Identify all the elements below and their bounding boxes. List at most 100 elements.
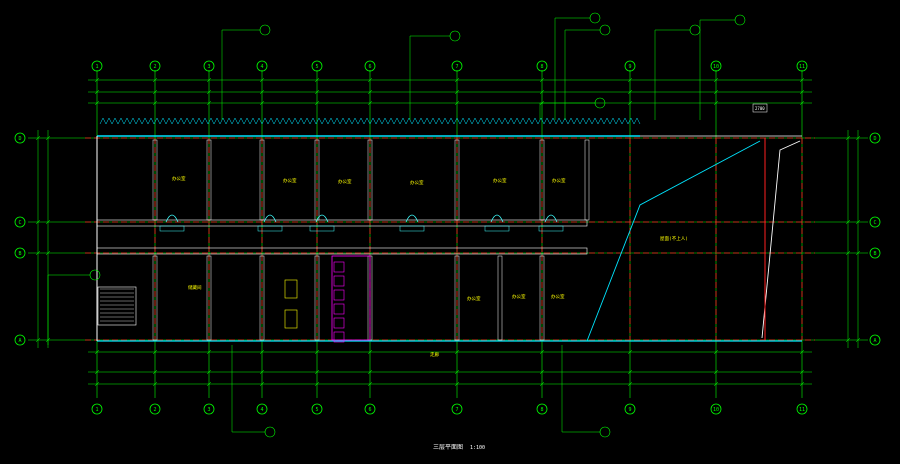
callout-bubble-4 [689,24,701,36]
axis-bubble-B-left [14,247,26,259]
axis-bubble-C-left [14,216,26,228]
callout-bubble-0 [259,24,271,36]
dimension-tick-5-3 [259,381,265,387]
parapet-hatch [399,117,407,125]
axis-label-6-top: 6 [368,64,371,70]
callout-bubble-6 [264,426,276,438]
parapet-hatch [627,117,635,125]
partition-wall-south [539,255,545,341]
axis-label-3-bottom: 3 [207,407,210,413]
dimension-tick-5-2 [206,381,212,387]
axis-bubble-2-top [149,60,161,72]
shaft-box-2 [284,309,298,329]
parapet-hatch [363,117,371,125]
axis-bubble-10-bottom [710,403,722,415]
axis-label-11-top: 11 [799,64,805,70]
parapet-hatch [351,117,359,125]
room-label-8: 办公室 [512,293,526,300]
dimension-tick-2-4 [314,100,320,106]
parapet-hatch [609,117,617,125]
dimension-tag-box [752,103,768,113]
parapet-hatch [621,117,629,125]
drawing-title: 三层平面图 [433,444,463,451]
parapet-hatch [417,117,425,125]
axis-bubble-C-right [869,216,881,228]
dimension-tick-2-3 [259,100,265,106]
dimension-tick-1-6 [454,89,460,95]
parapet-hatch [105,117,113,125]
door-frame-1 [257,225,283,232]
parapet-hatch [597,117,605,125]
axis-label-9-top: 9 [628,64,631,70]
parapet-hatch [591,117,599,125]
dimension-tag-text: 2700 [755,106,765,111]
axis-bubble-8-top [536,60,548,72]
door-swing-1 [263,214,277,223]
parapet-hatch [213,117,221,125]
axis-label-D-left: D [18,136,21,142]
dimension-tick-1-5 [367,89,373,95]
parapet-hatch [129,117,137,125]
partition-wall [584,139,590,221]
parapet-hatch [615,117,623,125]
parapet-hatch [423,117,431,125]
parapet-hatch [387,117,395,125]
dimension-tick-4-8 [627,369,633,375]
parapet-hatch [381,117,389,125]
dimension-tick-1-8 [627,89,633,95]
parapet-hatch [189,117,197,125]
toilet-fixture [333,317,345,329]
door-swing-3 [405,214,419,223]
axis-bubble-D-right [869,132,881,144]
axis-label-B-left: B [18,251,21,257]
parapet-hatch [207,117,215,125]
parapet-hatch [525,117,533,125]
dimension-tick-4-1 [152,369,158,375]
partition-wall [152,139,158,221]
side-dimension-tick-2-3 [845,337,851,343]
axis-bubble-5-bottom [311,403,323,415]
parapet-hatch [225,117,233,125]
side-dimension-tick-1-1 [45,219,51,225]
parapet-hatch [357,117,365,125]
dimension-tick-0-10 [799,77,805,83]
dimension-tick-3-8 [627,349,633,355]
parapet-hatch [495,117,503,125]
axis-bubble-2-bottom [149,403,161,415]
side-dimension-tick-1-0 [45,135,51,141]
dimension-tick-1-7 [539,89,545,95]
parapet-hatch [477,117,485,125]
side-dimension-tick-2-0 [845,135,851,141]
parapet-hatch [471,117,479,125]
dimension-tick-2-10 [799,100,805,106]
door-frame-3 [399,225,425,232]
parapet-hatch [195,117,203,125]
axis-label-A-right: A [873,338,876,344]
dimension-tick-1-3 [259,89,265,95]
dimension-tick-0-7 [539,77,545,83]
parapet-hatch [309,117,317,125]
callout-leader-0 [221,29,260,120]
toilet-fixture [333,261,345,273]
parapet-hatch [333,117,341,125]
axis-label-1-top: 1 [95,64,98,70]
axis-label-C-left: C [18,220,21,226]
axis-bubble-6-bottom [364,403,376,415]
room-label-4: 办公室 [493,177,507,184]
partition-wall-south [152,255,158,341]
axis-bubble-11-bottom [796,403,808,415]
callout-bubble-1 [449,30,461,42]
dimension-tick-0-4 [314,77,320,83]
room-label-2: 办公室 [338,178,352,185]
parapet-hatch [633,117,641,125]
parapet-hatch [219,117,227,125]
door-frame-2 [309,225,335,232]
callout-leader-7 [561,345,600,433]
side-dimension-tick-2-1 [845,219,851,225]
axis-label-6-bottom: 6 [368,407,371,413]
parapet-hatch [99,117,107,125]
parapet-hatch [237,117,245,125]
parapet-hatch [141,117,149,125]
parapet-hatch [243,117,251,125]
